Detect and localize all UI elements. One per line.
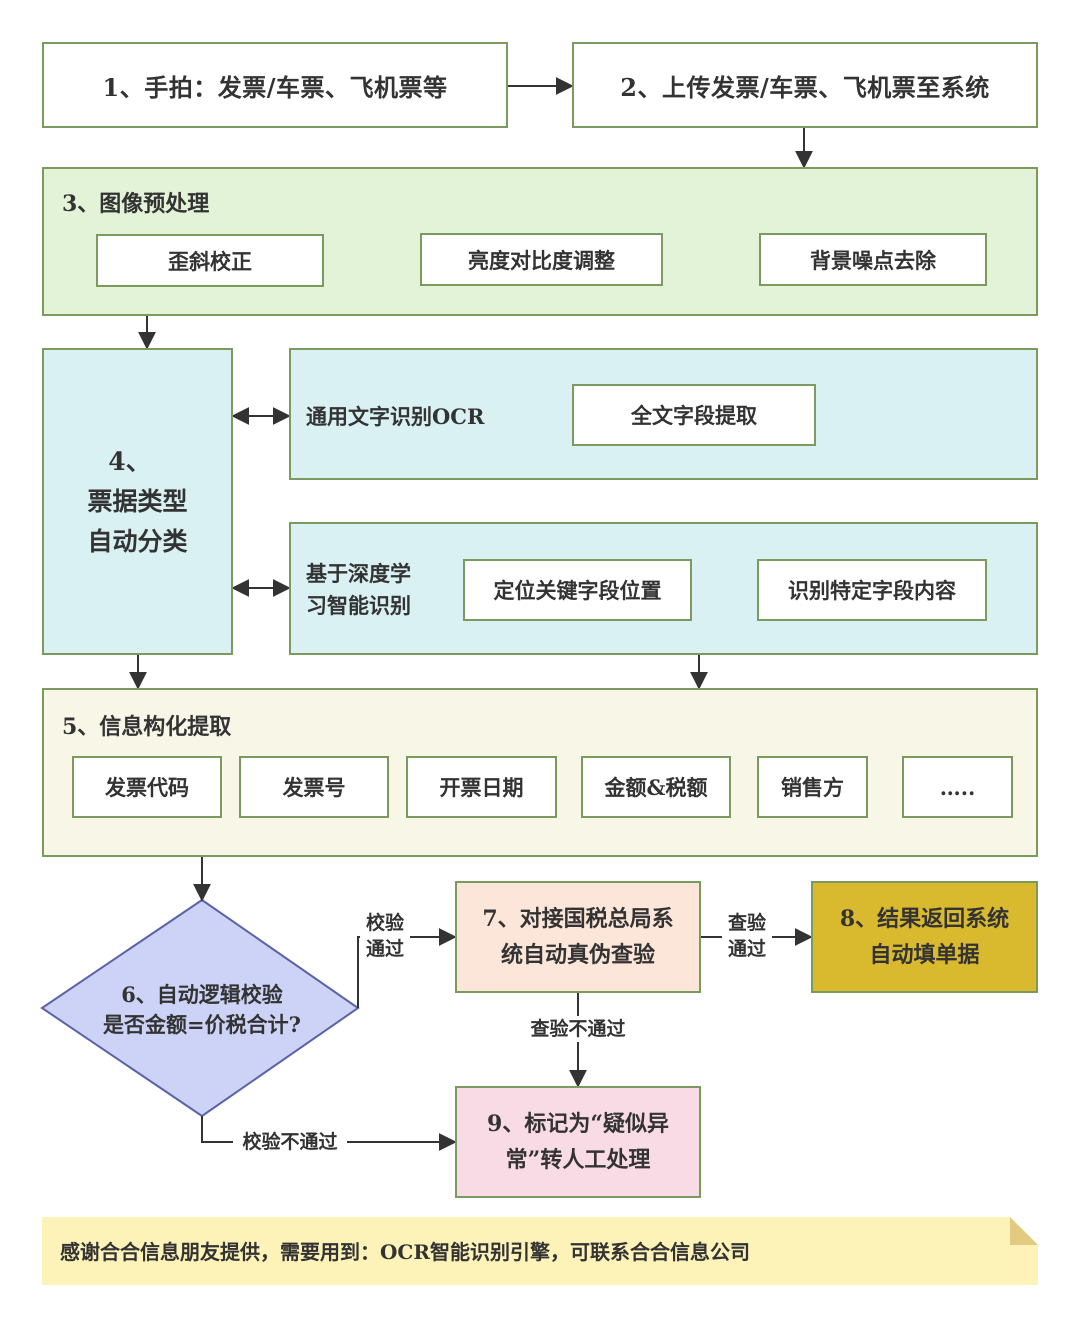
step-5-title: 5、信息构化提取 [62,714,232,740]
field-invoice-number: 发票号 [239,756,389,818]
step-4-classify: 4、 票据类型 自动分类 [42,348,233,655]
edge-label-check-pass: 校验 通过 [360,910,410,962]
step-1-label: 1、手拍：发票/车票、飞机票等 [102,72,448,102]
edge-label-check-pass-line2: 通过 [365,938,404,960]
deep-learning-item: 识别特定字段内容 [757,559,987,621]
note-text: 感谢合合信息朋友提供，需要用到：OCR智能识别引擎，可联系合合信息公司 [60,1240,750,1264]
step-8-result: 8、结果返回系统 自动填单据 [811,881,1038,993]
step-4-number: 4、 [108,446,151,476]
step-7-verify: 7、对接国税总局系 统自动真伪查验 [455,881,701,993]
ocr-item: 全文字段提取 [572,384,816,446]
note-banner [42,1217,1038,1285]
preprocess-item: 背景噪点去除 [759,233,987,286]
field-more: ….. [902,756,1013,818]
ocr-title: 通用文字识别OCR [306,404,485,429]
edge-label-verify-fail: 查验不通过 [520,1016,636,1042]
step-9-line2: 常”转人工处理 [505,1147,651,1173]
edge-label-check-fail: 校验不通过 [233,1129,347,1155]
step-6-line2: 是否金额=价税合计? [103,1012,301,1037]
step-2-upload: 2、上传发票/车票、飞机票至系统 [572,42,1038,128]
deep-learning-title: 基于深度学 习智能识别 [306,558,411,622]
edge-label-verify-pass: 查验 通过 [722,910,772,962]
deep-learning-title-line2: 习智能识别 [306,593,411,618]
step-7-line1: 7、对接国税总局系 [482,906,674,932]
preprocess-item: 歪斜校正 [96,234,324,287]
field-issue-date: 开票日期 [406,756,557,818]
field-seller: 销售方 [757,756,868,818]
deep-learning-title-line1: 基于深度学 [306,561,411,586]
edge-label-verify-pass-line1: 查验 [727,912,766,934]
step-6-decision-label: 6、自动逻辑校验 是否金额=价税合计? [62,980,342,1040]
step-4-line3: 自动分类 [87,526,188,556]
preprocess-item: 亮度对比度调整 [420,233,663,286]
note-folded-corner [1010,1217,1038,1245]
step-6-line1: 6、自动逻辑校验 [121,982,283,1007]
field-invoice-code: 发票代码 [72,756,222,818]
edge-label-check-pass-line1: 校验 [365,912,404,934]
step-8-line2: 自动填单据 [869,942,980,968]
step-1-capture: 1、手拍：发票/车票、飞机票等 [42,42,508,128]
step-8-line1: 8、结果返回系统 [839,906,1010,932]
step-9-line1: 9、标记为“疑似异 [487,1111,669,1137]
step-4-line2: 票据类型 [87,486,188,516]
step-3-title: 3、图像预处理 [62,191,210,217]
step-9-manual: 9、标记为“疑似异 常”转人工处理 [455,1086,701,1198]
edge-label-verify-pass-line2: 通过 [727,938,766,960]
deep-learning-item: 定位关键字段位置 [463,559,692,621]
step-7-line2: 统自动真伪查验 [500,942,655,968]
step-2-label: 2、上传发票/车票、飞机票至系统 [620,72,990,102]
field-amount-tax: 金额&税额 [581,756,731,818]
